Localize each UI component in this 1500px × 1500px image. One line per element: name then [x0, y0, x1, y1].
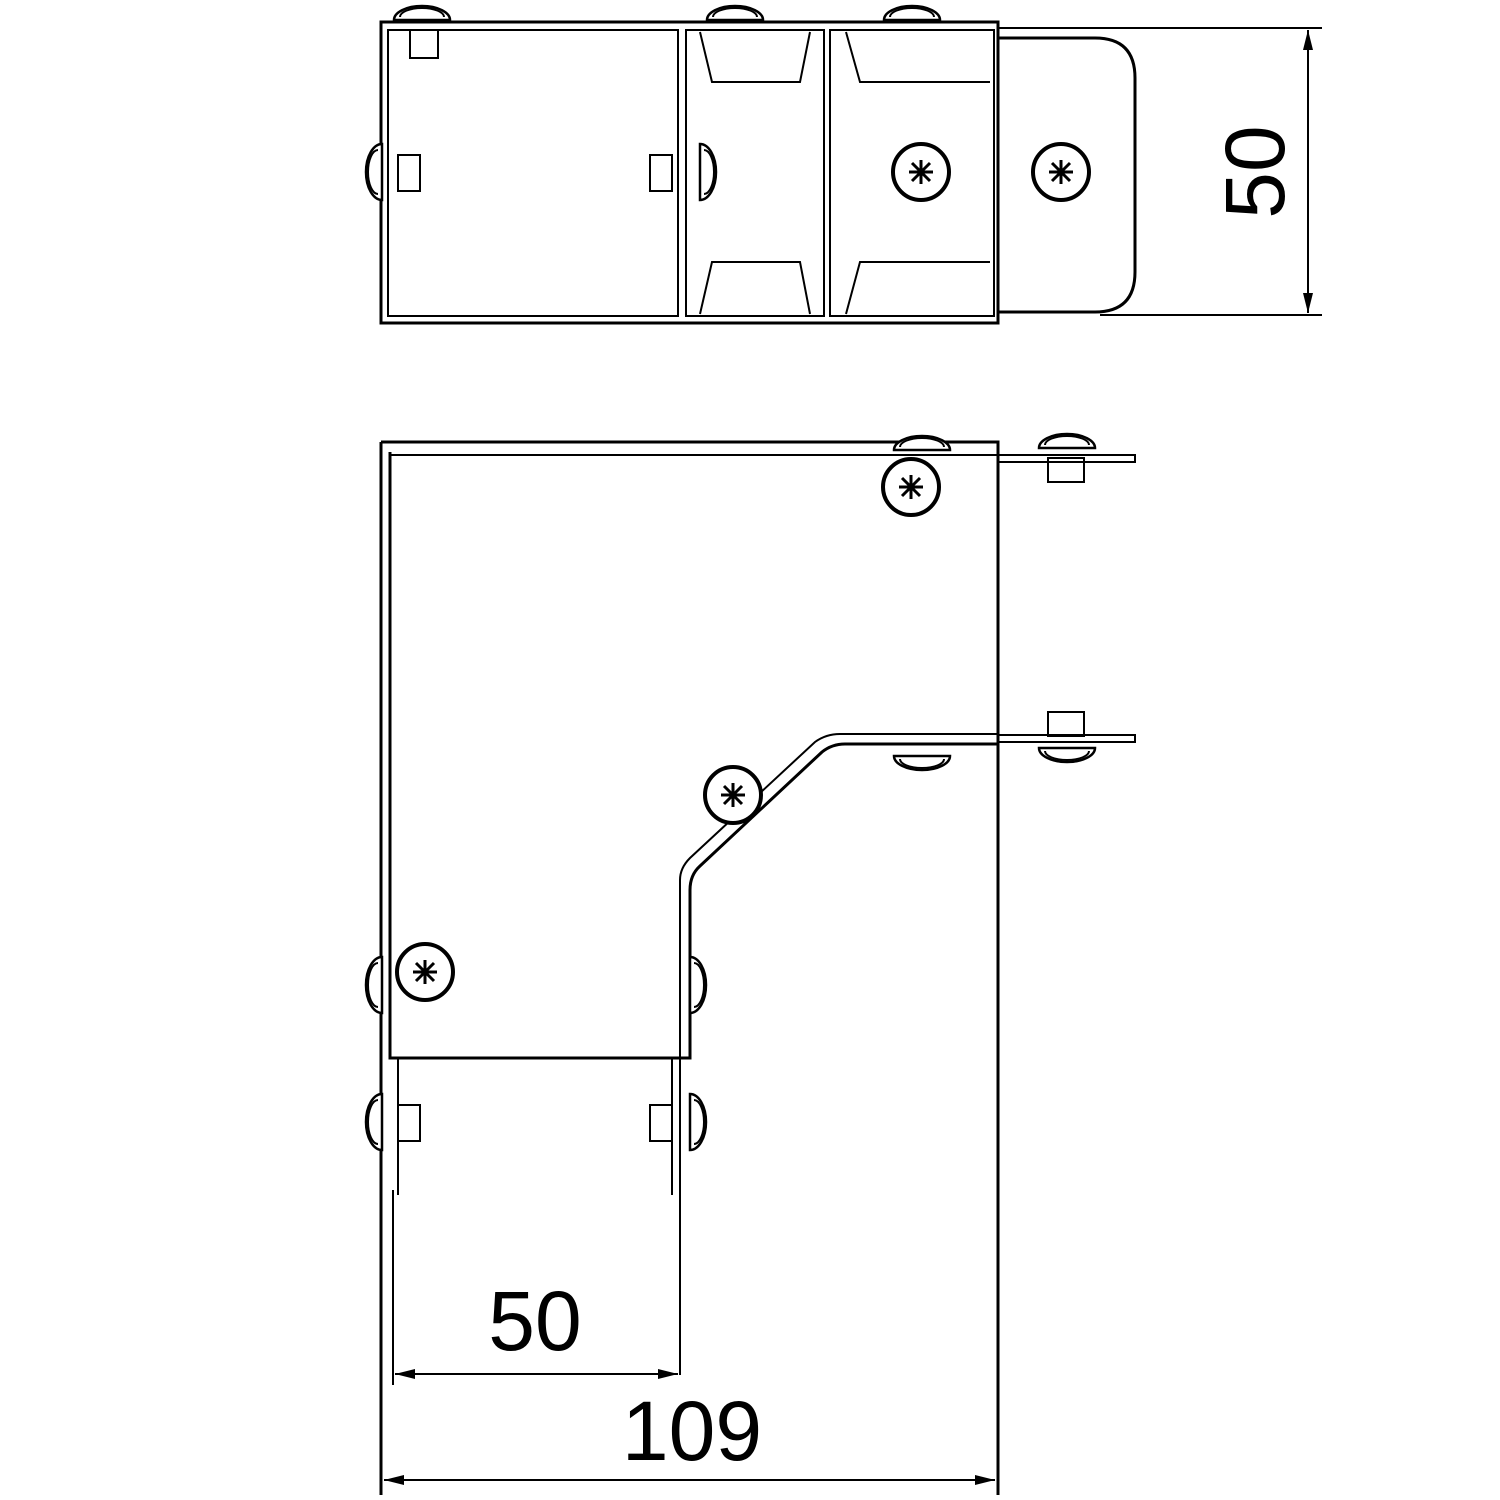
screw-icon	[1031, 142, 1091, 202]
screw-icon	[881, 457, 941, 517]
dimension-label-height: 50	[1208, 125, 1302, 218]
screw-icon	[703, 765, 763, 825]
dimension-label-total: 109	[622, 1384, 762, 1478]
top-view: 50	[364, 4, 1322, 325]
plan-view: 50 109	[364, 432, 1136, 1495]
inner-bend	[388, 452, 998, 1060]
screw-icon	[891, 142, 951, 202]
top-flange	[998, 36, 1137, 314]
dimension-label-inner: 50	[488, 1274, 581, 1368]
screw-icon	[395, 942, 455, 1002]
